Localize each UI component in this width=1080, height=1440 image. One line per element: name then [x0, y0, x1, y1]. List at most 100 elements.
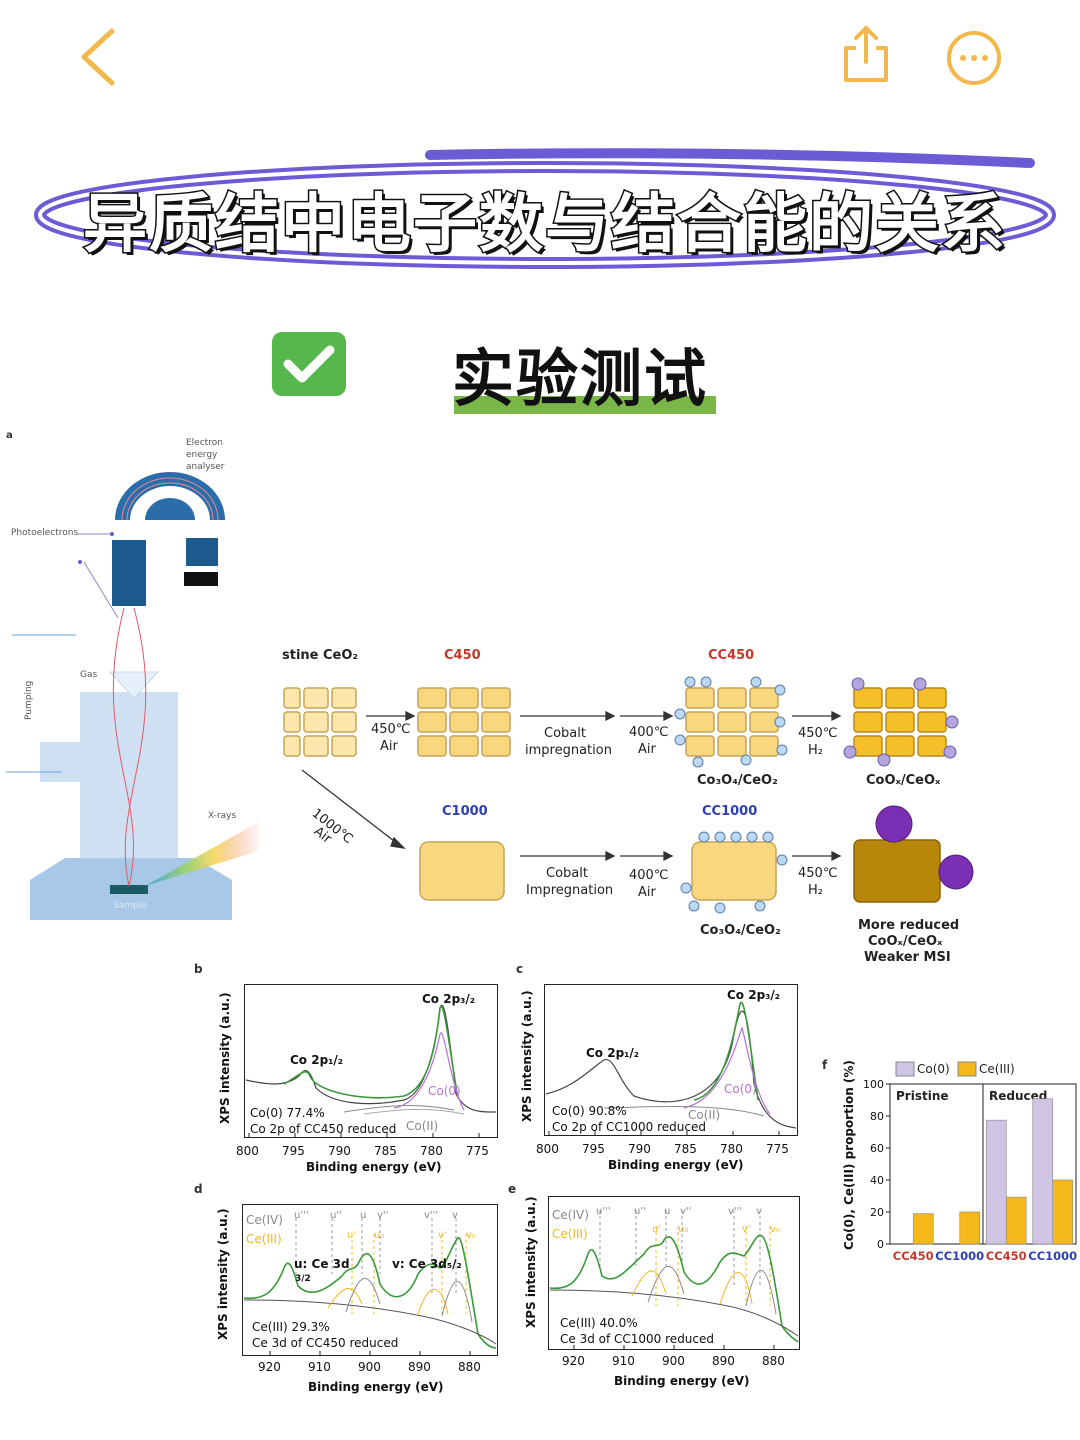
y-tick-label-3: 60 — [870, 1142, 884, 1155]
xps-d-tick-1: 910 — [308, 1360, 331, 1374]
section-underline — [454, 396, 716, 414]
xps-e-peak-u1: u' — [652, 1224, 662, 1235]
xps-e-peak-u0: u₀ — [678, 1224, 689, 1235]
bar-ceiii-2 — [1005, 1196, 1027, 1245]
xps-plot-e — [548, 1196, 800, 1350]
xps-e-peak-v2: v'' — [680, 1206, 692, 1217]
bar-ceiii-3 — [1052, 1179, 1074, 1245]
y-tick-label-5: 100 — [863, 1078, 884, 1091]
xps-b-peak-main: Co 2p₃/₂ — [422, 992, 476, 1006]
x-tick-label-0: CC450 — [893, 1249, 934, 1263]
xps-e-peak-u3: u''' — [596, 1206, 611, 1217]
xps-plot-c — [544, 984, 798, 1136]
share-button[interactable] — [838, 22, 894, 86]
xps-d-peak-v2: v'' — [377, 1210, 389, 1221]
xps-d-peak-v: v — [452, 1210, 458, 1221]
label-c450: C450 — [444, 648, 481, 663]
xps-e-tick-3: 890 — [712, 1354, 735, 1368]
legend-swatch-1 — [957, 1061, 977, 1077]
xps-b-peak-sec: Co 2p₁/₂ — [290, 1053, 344, 1067]
xps-c-tick-2: 790 — [628, 1142, 651, 1156]
label-xrays: X-rays — [208, 811, 237, 821]
label-step2-temp-bottom: 400℃ — [629, 868, 669, 883]
xps-e-caption: Ce 3d of CC1000 reduced — [560, 1332, 715, 1346]
label-more-reduced-2: CoOₓ/CeOₓ — [868, 934, 943, 949]
synthesis-schematic — [283, 676, 974, 914]
label-cobalt-impregnation-2a: Cobalt — [546, 866, 588, 881]
xps-c-peak-main: Co 2p₃/₂ — [727, 988, 781, 1002]
more-icon — [947, 31, 1001, 85]
xps-d-caption: Ce 3d of CC450 reduced — [252, 1336, 399, 1350]
xps-instrument-diagram — [6, 472, 262, 920]
panel-letter-f: f — [822, 1058, 828, 1072]
legend-swatch-0 — [895, 1061, 915, 1077]
y-tick-label-0: 0 — [877, 1238, 884, 1251]
label-more-reduced-1: More reduced — [858, 918, 960, 933]
xps-b-co2-label: Co(II) — [406, 1119, 439, 1133]
page-title: 异质结中电子数与结合能的关系 — [82, 187, 1007, 264]
label-step3-gas-top: H₂ — [808, 743, 823, 758]
label-co3o4-ceo2-top: Co₃O₄/CeO₂ — [697, 773, 778, 788]
label-step1-temp: 450℃ — [371, 722, 411, 737]
xps-d-peak-u1: u' — [347, 1230, 357, 1241]
xps-d-peak-u: u — [360, 1210, 367, 1221]
xps-d-ce3: Ce(III) — [246, 1232, 282, 1246]
legend-label-0: Co(0) — [917, 1062, 950, 1076]
more-button[interactable] — [946, 30, 1002, 86]
xps-b-tick-2: 790 — [328, 1144, 351, 1158]
label-coox-ceox: CoOₓ/CeOₓ — [866, 773, 941, 788]
label-electron-analyser-1: Electron — [186, 438, 223, 448]
xps-c-tick-3: 785 — [674, 1142, 697, 1156]
panel-letter-d: d — [194, 1182, 203, 1196]
xps-c-co0-label: Co(0) — [724, 1082, 757, 1096]
xps-d-tick-3: 890 — [408, 1360, 431, 1374]
xps-b-co0-label: Co(0) — [428, 1084, 461, 1098]
xps-b-tick-3: 785 — [374, 1144, 397, 1158]
xps-e-tick-4: 880 — [762, 1354, 785, 1368]
xps-plot-b — [244, 984, 498, 1138]
bar-ceiii-1 — [959, 1211, 981, 1245]
xps-e-peak-u2: u'' — [634, 1206, 646, 1217]
y-tick-label-4: 80 — [870, 1110, 884, 1123]
xps-b-tick-0: 800 — [236, 1144, 259, 1158]
label-sample: Sample — [113, 901, 147, 911]
xps-b-value: Co(0) 77.4% — [250, 1106, 325, 1120]
label-cc1000: CC1000 — [702, 804, 758, 819]
xps-e-peak-v: v — [756, 1206, 762, 1217]
panel-letter-e: e — [508, 1182, 517, 1196]
xps-d-peak-u2: u'' — [330, 1210, 342, 1221]
label-gas: Gas — [80, 670, 98, 680]
chevron-left-icon — [81, 28, 115, 86]
checkmark-badge — [272, 332, 346, 396]
label-step2-gas-bottom: Air — [638, 885, 656, 900]
label-step3-temp-bottom: 450℃ — [798, 866, 838, 881]
xps-e-peak-v3: v''' — [728, 1206, 743, 1217]
label-pristine-ceo2: stine CeO₂ — [282, 648, 359, 663]
label-c1000: C1000 — [442, 804, 488, 819]
title-banner: 异质结中电子数与结合能的关系 — [30, 145, 1060, 275]
xps-e-ylabel: XPS intensity (a.u.) — [524, 1196, 538, 1328]
xps-c-ylabel: XPS intensity (a.u.) — [520, 990, 534, 1122]
x-tick-label-2: CC450 — [986, 1249, 1027, 1263]
back-button[interactable] — [70, 25, 130, 89]
label-step3-gas-bottom: H₂ — [808, 883, 823, 898]
label-pumping: Pumping — [24, 680, 34, 720]
bar-ceiii-0 — [912, 1213, 934, 1245]
xps-c-xlabel: Binding energy (eV) — [608, 1158, 744, 1172]
xps-e-tick-0: 920 — [562, 1354, 585, 1368]
xps-e-ce4: Ce(IV) — [552, 1208, 589, 1222]
xps-c-peak-sec: Co 2p₁/₂ — [586, 1046, 640, 1060]
xps-d-u-label: u: Ce 3d — [294, 1257, 350, 1271]
x-tick-label-3: CC1000 — [1028, 1249, 1077, 1263]
xps-d-peak-u0: u₀ — [374, 1230, 385, 1241]
xps-b-tick-5: 775 — [466, 1144, 489, 1158]
xps-d-xlabel: Binding energy (eV) — [308, 1380, 444, 1394]
xps-d-value: Ce(III) 29.3% — [252, 1320, 330, 1334]
xps-e-tick-2: 900 — [662, 1354, 685, 1368]
xps-e-ce3: Ce(III) — [552, 1227, 588, 1241]
label-cobalt-impregnation-2b: Impregnation — [526, 883, 614, 898]
panel-letter-a: a — [6, 430, 13, 441]
xps-e-peak-v0: v₀ — [770, 1224, 780, 1235]
xps-c-tick-4: 780 — [720, 1142, 743, 1156]
